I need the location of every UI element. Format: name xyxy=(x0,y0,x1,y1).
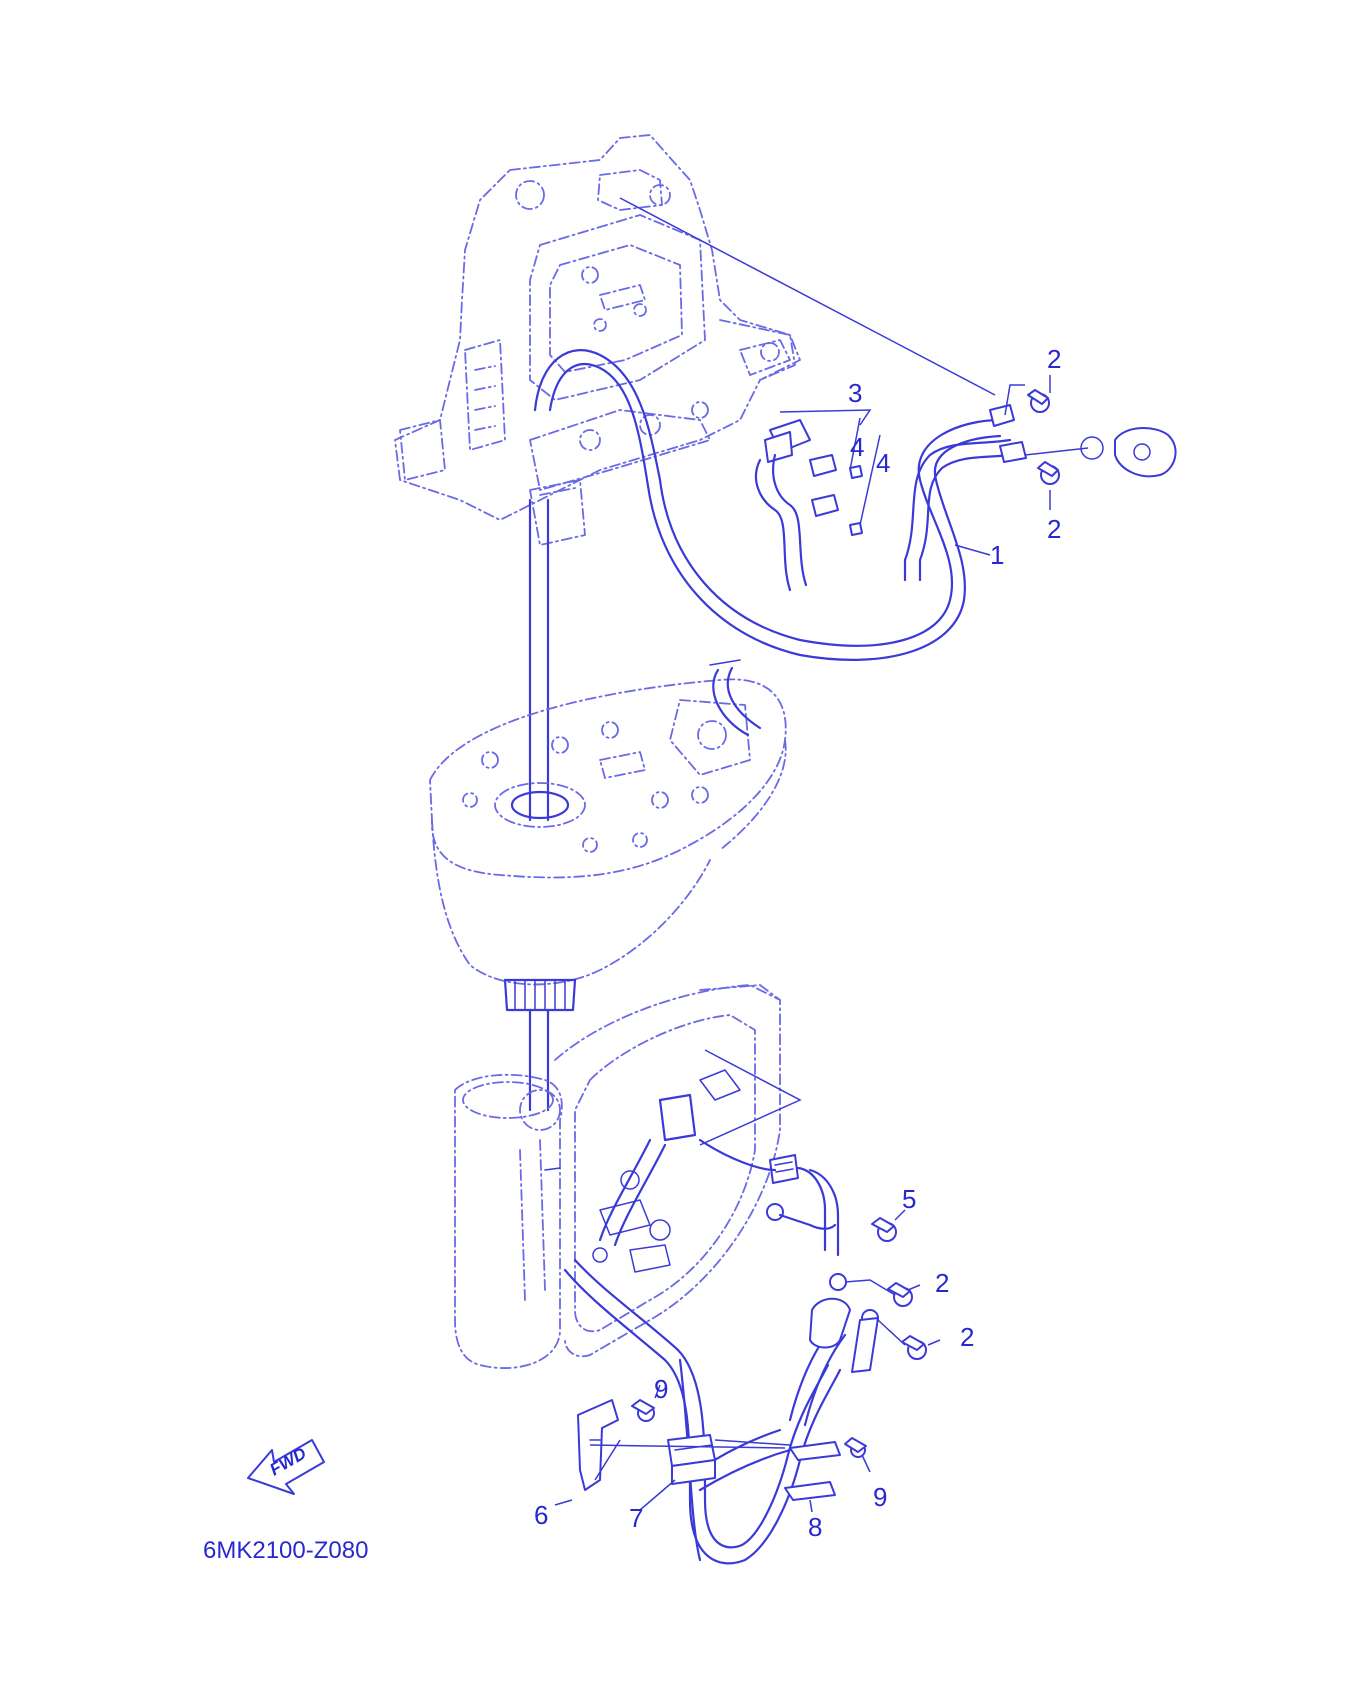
leader-lines-lower xyxy=(554,1049,941,1513)
callout-5: 5 xyxy=(902,1184,916,1214)
callout-7: 7 xyxy=(629,1503,643,1533)
wire-harness-1 xyxy=(533,349,1027,661)
clamp-7 xyxy=(667,1434,716,1485)
callout-4-first: 4 xyxy=(850,432,864,462)
diagram-code: 6MK2100-Z080 xyxy=(203,1537,368,1564)
lower-internal-parts xyxy=(544,1069,741,1273)
grommet-part xyxy=(1024,427,1177,478)
callout-3: 3 xyxy=(848,378,862,408)
lower-boots xyxy=(809,1273,927,1373)
callout-2-right: 2 xyxy=(1047,514,1061,544)
drive-shaft-upper xyxy=(528,498,550,822)
callout-4-second: 4 xyxy=(876,448,890,478)
bolt-2-upper-right xyxy=(1037,461,1060,485)
callout-2-top: 2 xyxy=(1047,344,1061,374)
lower-casing xyxy=(454,984,781,1369)
callout-8: 8 xyxy=(808,1512,822,1542)
middle-cable xyxy=(709,659,762,737)
bolt-2-top xyxy=(1004,384,1050,416)
bracket-8 xyxy=(784,1437,867,1501)
lower-connector-5 xyxy=(698,1138,897,1257)
fwd-arrow-icon: FWD xyxy=(247,1439,325,1495)
callout-9-right: 9 xyxy=(873,1482,887,1512)
upper-bracket-assembly xyxy=(394,134,801,546)
middle-housing xyxy=(429,678,787,986)
spline-shaft xyxy=(503,978,577,1112)
callout-6: 6 xyxy=(534,1500,548,1530)
callout-9-left: 9 xyxy=(654,1374,668,1404)
connector-assembly-3 xyxy=(754,419,863,592)
callout-2-lower-first: 2 xyxy=(935,1268,949,1298)
callout-1: 1 xyxy=(990,540,1004,570)
callout-2-lower-second: 2 xyxy=(960,1322,974,1352)
callout-labels: 2 3 4 4 2 1 5 2 2 9 9 6 7 8 xyxy=(534,344,1061,1542)
leader-lines-top xyxy=(619,197,1051,556)
